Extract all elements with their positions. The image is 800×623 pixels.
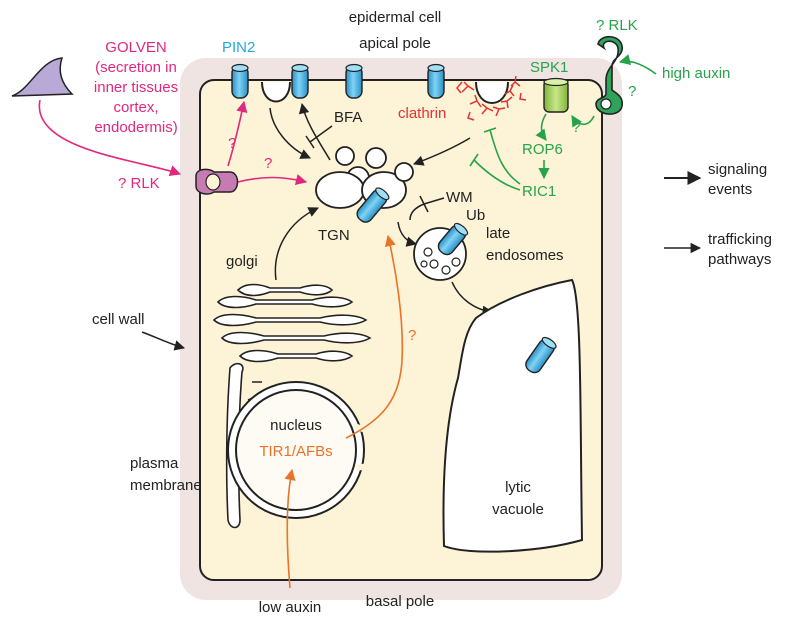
endosome-pin2-cargo [437, 222, 469, 256]
lytic-vacuole-label-1: lytic [505, 479, 531, 496]
nucleus-label: nucleus [270, 417, 322, 434]
rlk-left-core [205, 173, 221, 191]
plasma-membrane-label-2: membrane [130, 477, 202, 494]
golven-line2: (secretion in [95, 59, 177, 76]
rlk-to-spk1-arrow [571, 115, 595, 128]
tir1-q: ? [408, 327, 416, 344]
tir1-afbs-label: TIR1/AFBs [259, 443, 332, 460]
endosome-vesicles [420, 247, 461, 275]
golven-title: GOLVEN [105, 39, 166, 56]
rlk-right-receptor [595, 35, 624, 115]
rop6-label: ROP6 [522, 141, 563, 158]
tgn-label: TGN [318, 227, 350, 244]
pin2-label: PIN2 [222, 39, 255, 56]
nucleus-envelope-inner [235, 389, 357, 511]
spk1-to-rop6-arrow [535, 113, 547, 141]
cell-wall-label: cell wall [92, 311, 145, 328]
wm-inhibit [409, 195, 445, 221]
clathrin-label: clathrin [398, 105, 446, 122]
wm-label: WM [446, 189, 473, 206]
rlk-left-q1: ? [228, 135, 236, 152]
golven-line5: endodermis) [94, 119, 177, 136]
endocytic-pit [261, 81, 291, 103]
clathrin-to-tgn-arrow [413, 137, 471, 166]
cell-wall-pointer [141, 331, 186, 351]
rlk-to-pin2-arrow [227, 100, 248, 167]
tgn-to-pin2-arrow [298, 102, 331, 161]
late-endosomes-label-2: endosomes [486, 247, 564, 264]
golven-peptide-icon [11, 57, 74, 97]
clathrin-coat [456, 75, 527, 121]
rlk-right-label: ? RLK [596, 17, 638, 34]
ric1-inhibit-tgn [469, 153, 521, 191]
rlk-left-q2: ? [264, 155, 272, 172]
low-auxin-label: low auxin [259, 599, 322, 616]
basal-pole-label: basal pole [366, 593, 434, 610]
legend-trafficking-label-1: trafficking [708, 231, 772, 248]
pin2-transporter [427, 63, 445, 99]
rlk-left-label: ? RLK [118, 175, 160, 192]
ub-label: Ub [466, 207, 485, 224]
apical-pole-label: apical pole [359, 35, 431, 52]
ric1-label: RIC1 [522, 183, 556, 200]
pin2-transporter [231, 63, 249, 99]
golven-line4: cortex, [113, 99, 158, 116]
bfa-inhibit [305, 125, 333, 149]
nucleus-pore-gap [353, 423, 369, 471]
plasma-membrane-label-1: plasma [130, 455, 179, 472]
pin2-transporter [345, 63, 363, 99]
vacuole-pin2-cargo [525, 336, 557, 374]
late-endosomes-label-1: late [486, 225, 510, 242]
legend-signaling-label-2: events [708, 181, 752, 198]
rlk-to-tgn-arrow [237, 174, 308, 185]
tir1-to-tgn-arrow [345, 234, 404, 439]
ric1-inhibit-clathrin [483, 127, 521, 185]
golgi-stack [212, 283, 372, 363]
tgn-to-endosome-arrow [397, 221, 418, 247]
epidermal-cell-label: epidermal cell [349, 9, 442, 26]
spk1-label: SPK1 [530, 59, 568, 76]
golven-to-rlk-arrow [38, 99, 182, 176]
low-auxin-arrow [284, 468, 296, 589]
high-auxin-label: high auxin [662, 65, 730, 82]
legend: signaling events trafficking pathways [664, 161, 772, 268]
rlk-right-core [600, 98, 612, 110]
lytic-vacuole-label-2: vacuole [492, 501, 544, 518]
pin2-transporter [291, 63, 309, 99]
legend-trafficking-label-2: pathways [708, 251, 771, 268]
high-auxin-q: ? [628, 83, 636, 100]
pit-to-tgn-arrow [269, 107, 311, 159]
high-auxin-arrow [618, 54, 657, 75]
tgn-pin2-cargo [356, 187, 390, 223]
golgi-label: golgi [226, 253, 258, 270]
bfa-label: BFA [334, 109, 362, 126]
golgi-to-tgn-arrow [274, 207, 319, 281]
spk1-protein [543, 77, 569, 113]
legend-signaling-label-1: signaling [708, 161, 767, 178]
golven-line3: inner tissues [94, 79, 178, 96]
endocytic-pit-clathrin [475, 81, 509, 104]
